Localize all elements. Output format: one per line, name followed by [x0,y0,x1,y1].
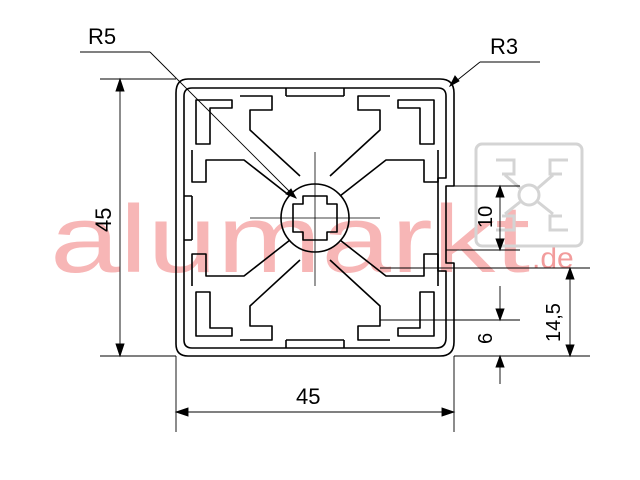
slot-left [184,150,291,286]
label-width: 45 [296,384,320,409]
dimensions [80,51,590,432]
corner-bottom-left [195,291,233,337]
core-inner [292,195,338,241]
label-radius-outer: R3 [490,34,518,59]
slot-top [240,88,390,177]
corner-top-left [195,99,233,145]
center-lines [250,152,380,286]
watermark-text: alumarkt [50,186,530,293]
slot-right [339,150,439,286]
label-slot-depth: 6 [475,333,497,344]
outer-contour [175,78,455,357]
dimension-labels: R5 R3 45 45 10 6 14,5 [88,24,565,409]
label-slot-width: 10 [475,206,497,228]
corner-top-right [397,99,435,145]
label-height: 45 [91,208,116,232]
slot-bottom [240,259,390,348]
profile-thumbnail [474,142,584,248]
label-center-offset: 14,5 [543,303,565,342]
label-radius-inner: R5 [88,24,116,49]
corner-bottom-right [397,291,435,337]
inner-contour [183,87,447,349]
